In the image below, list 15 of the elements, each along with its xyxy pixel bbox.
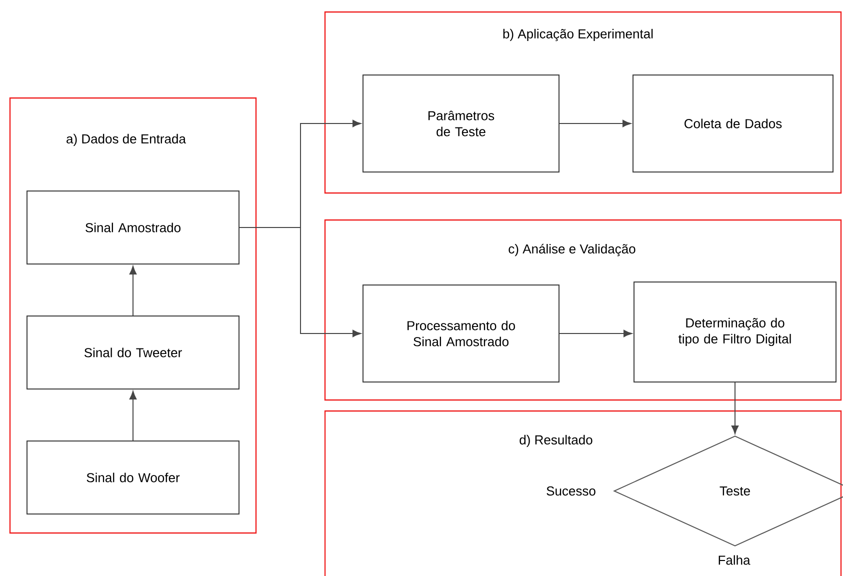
process-box: Processamento do Sinal Amostrado	[362, 284, 560, 382]
process-box: Coleta de Dados	[632, 74, 834, 172]
arrow	[129, 266, 137, 316]
process-box: Parâmetros de Teste	[362, 74, 560, 172]
arrow	[559, 330, 632, 338]
arrow	[731, 382, 739, 434]
outcome-label: Falha	[718, 555, 750, 565]
arrow	[559, 120, 632, 128]
process-box: Sinal do Woofer	[26, 440, 240, 514]
process-box: Sinal Amostrado	[26, 190, 240, 264]
outcome-label: Sucesso	[546, 486, 596, 496]
arrow	[239, 227, 362, 338]
arrow	[129, 390, 137, 441]
process-box: Determinação do tipo de Filtro Digital	[634, 282, 836, 382]
process-box: Sinal do Tweeter	[26, 316, 240, 390]
